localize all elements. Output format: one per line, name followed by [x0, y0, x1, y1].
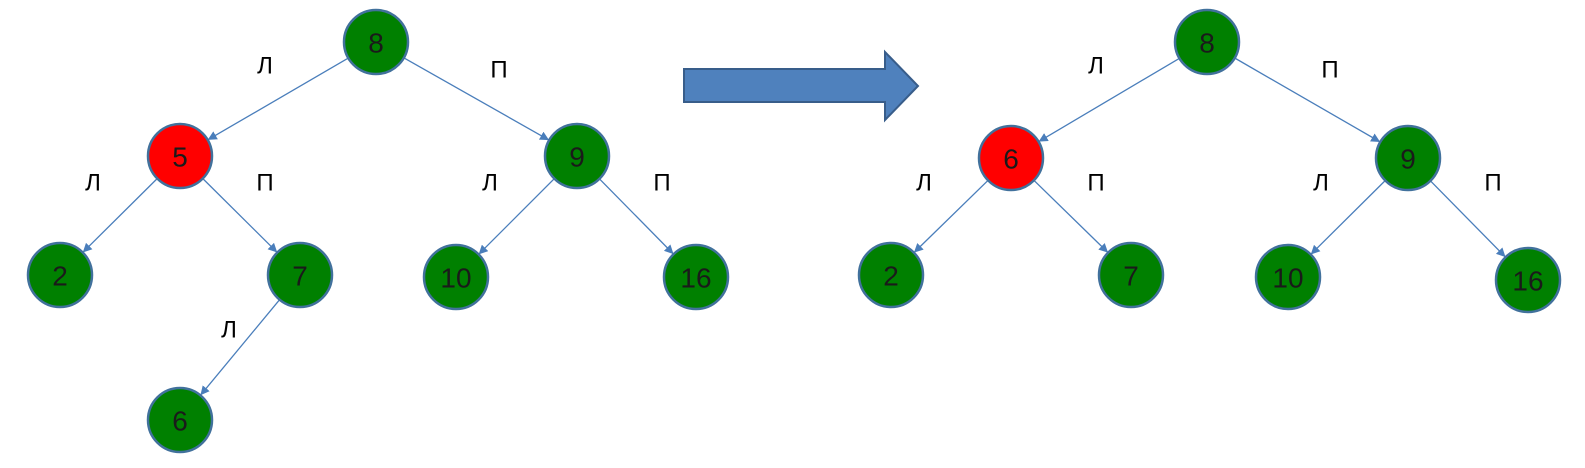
edge-n9-n16 — [1429, 180, 1506, 258]
edge-n8-n6 — [1038, 57, 1180, 142]
node-value: 16 — [1512, 266, 1543, 297]
edge-n5-n2 — [82, 178, 158, 253]
highlighted-node-circle — [977, 124, 1045, 192]
edge-label: Л — [221, 317, 237, 344]
edge-label: П — [256, 170, 273, 197]
edge-label: Л — [257, 53, 273, 80]
node-2: 2 — [857, 241, 925, 309]
edge-label: Л — [1313, 170, 1329, 197]
edge-label: Л — [85, 170, 101, 197]
edge-label: П — [653, 170, 670, 197]
node-circle — [543, 122, 611, 190]
node-7: 7 — [266, 241, 334, 309]
edge-n8-n5 — [207, 57, 349, 140]
node-value: 9 — [1400, 144, 1416, 175]
node-value: 9 — [569, 142, 585, 173]
node-16: 16 — [1494, 246, 1562, 314]
node-circle — [1494, 246, 1562, 314]
edge-label: Л — [916, 170, 932, 197]
edge-label: Л — [482, 170, 498, 197]
node-10: 10 — [422, 243, 490, 311]
node-5: 5 — [146, 122, 214, 190]
node-value: 8 — [1199, 28, 1215, 59]
tree-after: Л П Л П Л П 8 6 9 2 7 10 16 — [857, 8, 1562, 314]
node-value: 8 — [368, 28, 384, 59]
node-circle — [342, 8, 410, 76]
node-circle — [662, 243, 730, 311]
node-circle — [1254, 243, 1322, 311]
highlighted-node-circle — [146, 122, 214, 190]
node-circle — [146, 386, 214, 454]
edge-n8-n9 — [1234, 57, 1381, 143]
tree-before: Л П Л П Л П Л 8 5 9 2 7 10 16 6 — [26, 8, 730, 454]
node-circle — [857, 241, 925, 309]
node-6: 6 — [146, 386, 214, 454]
edge-label: П — [1321, 57, 1338, 84]
node-value: 6 — [1003, 144, 1019, 175]
node-16: 16 — [662, 243, 730, 311]
node-9: 9 — [543, 122, 611, 190]
node-10: 10 — [1254, 243, 1322, 311]
node-value: 7 — [1123, 261, 1139, 292]
node-2: 2 — [26, 241, 94, 309]
edge-n9-n10 — [478, 178, 555, 255]
node-value: 5 — [172, 142, 188, 173]
node-value: 6 — [172, 406, 188, 437]
edge-n5-n7 — [202, 178, 278, 253]
node-circle — [266, 241, 334, 309]
edge-label: П — [490, 57, 507, 84]
node-9: 9 — [1374, 124, 1442, 192]
node-circle — [1374, 124, 1442, 192]
node-value: 2 — [52, 261, 68, 292]
edge-n8-n9 — [403, 57, 550, 141]
edge-n7-n6 — [200, 299, 281, 396]
node-circle — [1097, 241, 1165, 309]
edge-label: П — [1087, 170, 1104, 197]
node-circle — [422, 243, 490, 311]
node-8: 8 — [342, 8, 410, 76]
node-value: 2 — [883, 261, 899, 292]
node-circle — [1173, 8, 1241, 76]
edge-n6-n7 — [1033, 179, 1109, 253]
node-6: 6 — [977, 124, 1045, 192]
node-value: 16 — [680, 263, 711, 294]
node-7: 7 — [1097, 241, 1165, 309]
node-value: 7 — [292, 261, 308, 292]
edge-n9-n10 — [1310, 180, 1386, 255]
edge-n9-n16 — [598, 178, 674, 255]
node-value: 10 — [1272, 263, 1303, 294]
edge-label: П — [1484, 170, 1501, 197]
transform-arrow — [683, 49, 920, 123]
node-circle — [26, 241, 94, 309]
node-value: 10 — [440, 263, 471, 294]
node-8: 8 — [1173, 8, 1241, 76]
edge-label: Л — [1088, 53, 1104, 80]
edge-n6-n2 — [913, 179, 989, 253]
